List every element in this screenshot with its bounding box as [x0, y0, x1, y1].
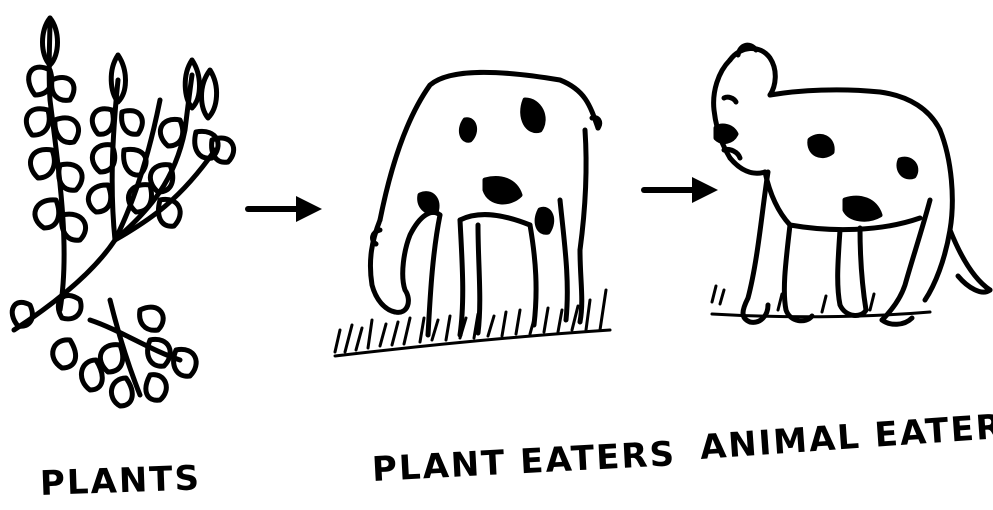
label-plants: PLANTS — [39, 458, 201, 504]
arrow-icon — [248, 196, 322, 222]
arrow-icon — [644, 177, 718, 203]
plant-icon — [12, 18, 233, 406]
lion-icon — [712, 45, 990, 324]
cow-icon — [335, 72, 610, 356]
